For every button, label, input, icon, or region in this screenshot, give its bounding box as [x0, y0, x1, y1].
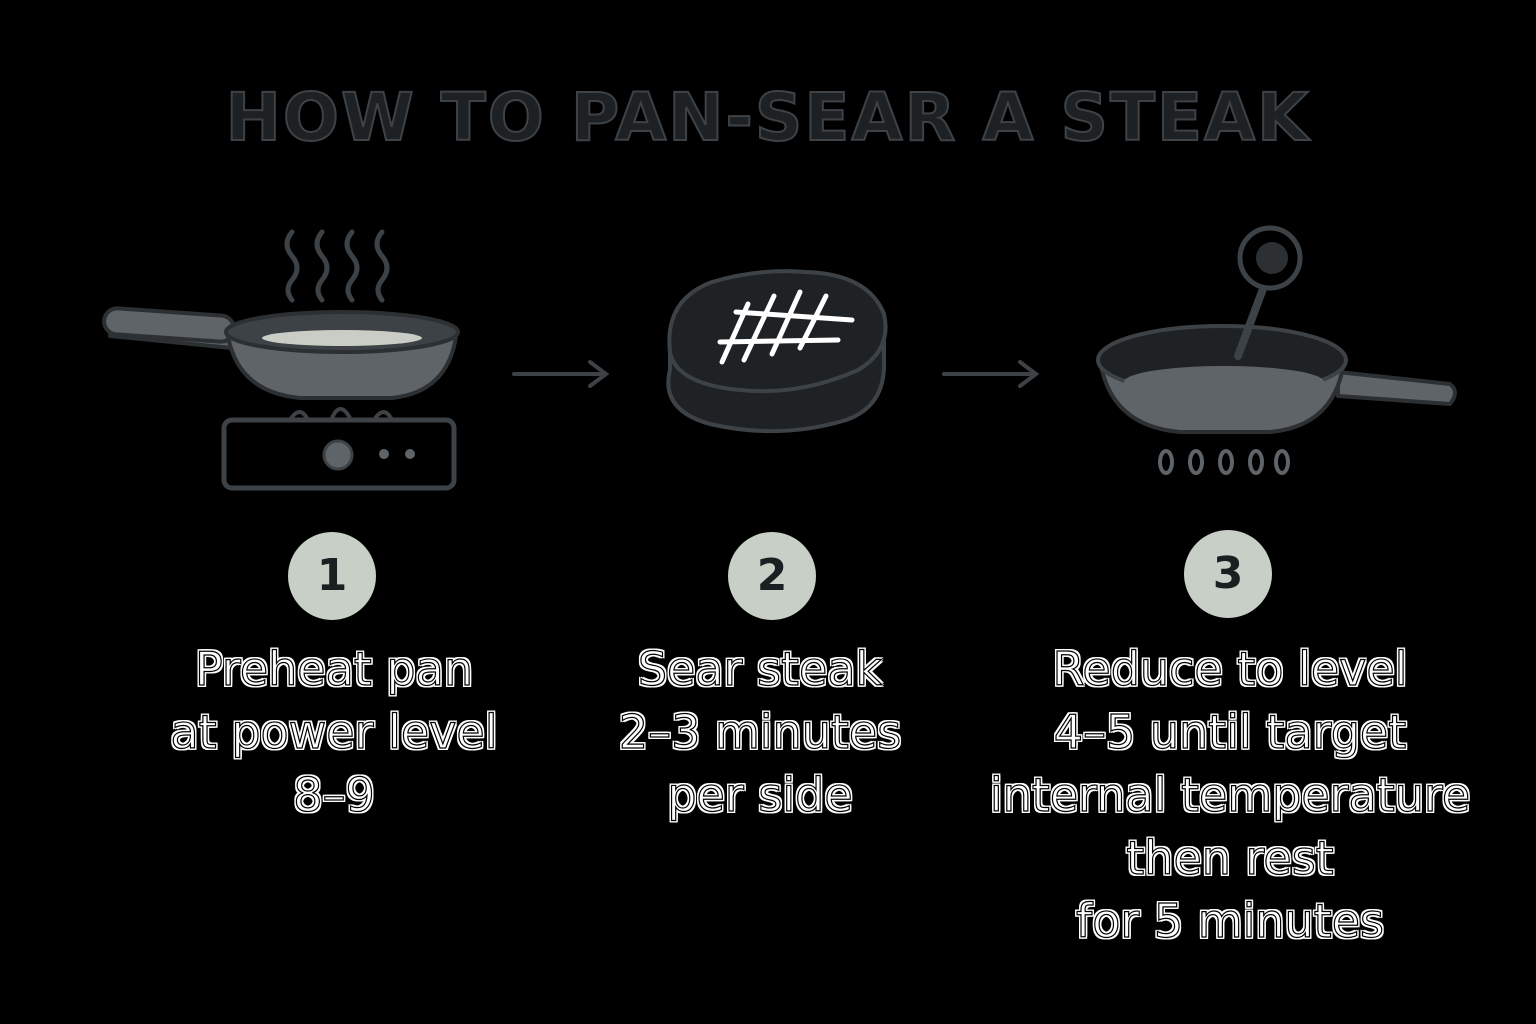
step-3-line: 4–5 until target: [1053, 704, 1407, 759]
step-1-line: Preheat pan: [194, 641, 473, 696]
step-2-description: Sear steak 2–3 minutes per side: [560, 638, 960, 827]
step-1-line: 8–9: [293, 767, 376, 822]
step-3-line: for 5 minutes: [1075, 893, 1384, 948]
step-3-badge: 3: [1184, 530, 1272, 618]
step-3-line: then rest: [1126, 830, 1335, 885]
burner-flame-icon: [1158, 449, 1290, 475]
seared-steak-icon: [666, 269, 888, 434]
page-title: HOW TO PAN-SEAR A STEAK: [225, 78, 1311, 157]
step-3-line: Reduce to level: [1052, 641, 1408, 696]
pan-on-stove-icon: [102, 229, 460, 491]
arrow-right-icon: [512, 360, 610, 388]
step-2-badge: 2: [728, 532, 816, 620]
step-2-line: Sear steak: [637, 641, 883, 696]
step-1-badge: 1: [288, 532, 376, 620]
step-3-line: internal temperature: [989, 767, 1471, 822]
steam-icon: [284, 229, 390, 303]
arrow-right-icon: [942, 360, 1040, 388]
pan-with-thermometer-icon: [1096, 225, 1457, 475]
step-2-line: 2–3 minutes: [618, 704, 902, 759]
step-3-description: Reduce to level 4–5 until target interna…: [970, 638, 1490, 953]
step-1-line: at power level: [170, 704, 498, 759]
thermometer-icon: [1234, 225, 1303, 360]
step-1-description: Preheat pan at power level 8–9: [134, 638, 534, 827]
step-2-line: per side: [667, 767, 853, 822]
